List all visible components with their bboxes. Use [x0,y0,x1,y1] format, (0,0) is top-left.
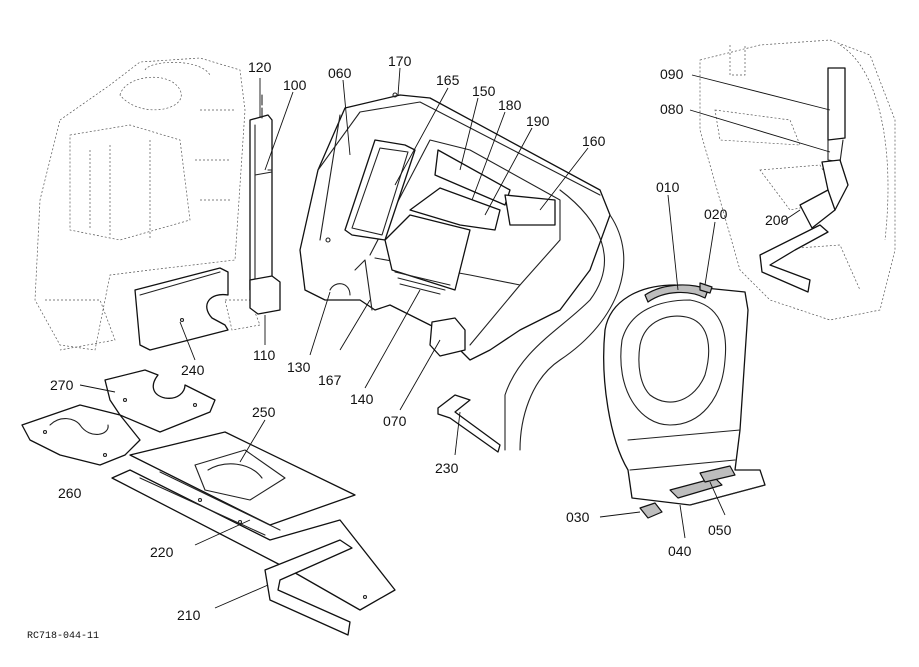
callout-150: 150 [472,83,496,99]
callout-050: 050 [708,522,732,538]
part-250-mat [129,431,356,526]
callout-160: 160 [582,133,606,149]
callout-110: 110 [253,347,276,363]
callout-180: 180 [498,97,522,113]
callout-090: 090 [660,66,684,82]
callout-230: 230 [435,460,459,476]
part-210-rod [264,539,353,636]
part-260-plate [21,404,141,466]
callout-170: 170 [388,53,412,69]
part-220-mat [111,469,396,611]
parts-090-080-200 [759,67,849,293]
callout-100: 100 [283,77,307,93]
callout-165: 165 [436,72,460,88]
callout-040: 040 [668,543,692,559]
part-240-plate [134,267,229,351]
figure-code: RC718-044-11 [27,631,99,642]
callout-labels: 120 100 060 170 165 150 180 190 160 090 … [50,53,789,623]
main-console-panel [299,92,625,451]
callout-210: 210 [177,607,201,623]
callout-010: 010 [656,179,680,195]
callout-270: 270 [50,377,74,393]
vertical-bracket-assembly [249,94,281,315]
callout-167: 167 [318,372,342,388]
callout-250: 250 [252,404,276,420]
engine-block-outline [34,57,261,351]
callout-220: 220 [150,544,174,560]
callout-140: 140 [350,391,374,407]
callout-030: 030 [566,509,590,525]
callout-020: 020 [704,206,728,222]
callout-080: 080 [660,101,684,117]
part-010-shroud [603,282,766,506]
parts-030-040-050 [639,465,766,519]
callout-060: 060 [328,65,352,81]
callout-130: 130 [287,359,311,375]
callout-200: 200 [765,212,789,228]
callout-120: 120 [248,59,272,75]
callout-260: 260 [58,485,82,501]
callout-240: 240 [181,362,205,378]
leader-lines [79,67,831,609]
callout-190: 190 [526,113,550,129]
part-270-plate [104,369,216,433]
callout-070: 070 [383,413,407,429]
part-230-rod [437,394,501,453]
